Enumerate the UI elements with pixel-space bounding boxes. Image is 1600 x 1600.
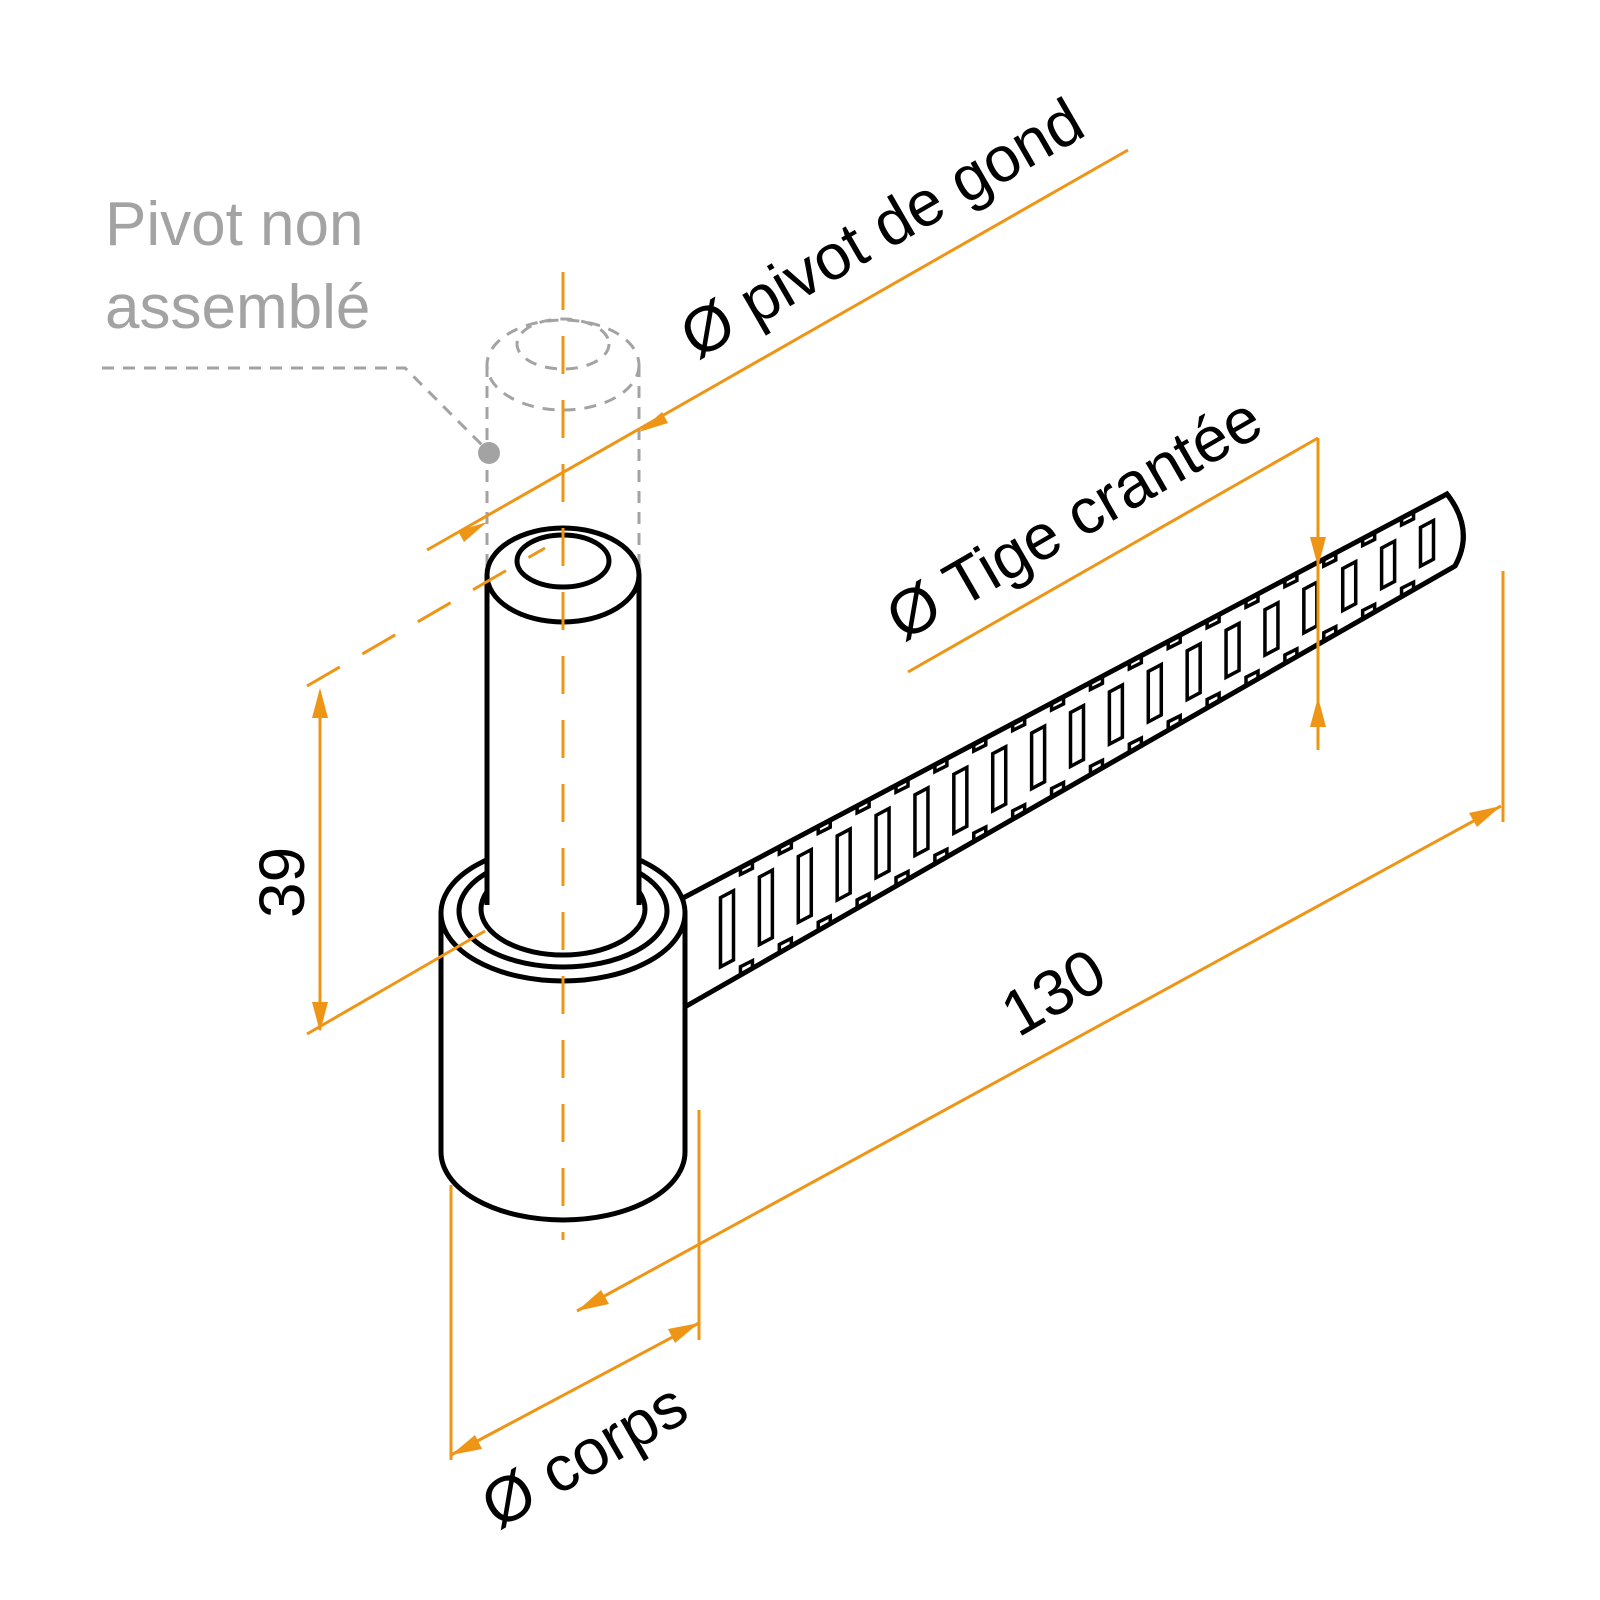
rod-tooth-top bbox=[894, 779, 910, 796]
note-line-1: Pivot non bbox=[105, 190, 364, 259]
rod-notch bbox=[1068, 702, 1086, 770]
rod-notch bbox=[1418, 517, 1436, 569]
rod-tooth-bottom bbox=[1283, 646, 1299, 663]
rod-notch bbox=[1185, 641, 1202, 703]
rod-tooth-bottom bbox=[1088, 757, 1105, 775]
rod-tooth-bottom bbox=[933, 846, 949, 864]
rod-tooth-top bbox=[1205, 614, 1221, 631]
rod-diameter-label: Ø Tige crantée bbox=[874, 382, 1274, 654]
note-line-2: assemblé bbox=[105, 273, 370, 342]
note-leader bbox=[102, 366, 500, 464]
rod-notch bbox=[757, 867, 775, 948]
rod-tooth-bottom bbox=[894, 868, 910, 886]
rod-tooth-top bbox=[777, 840, 794, 857]
rod-tooth-bottom bbox=[1205, 690, 1221, 708]
height-dimension: 39 bbox=[246, 688, 486, 1036]
rod-tooth-bottom bbox=[1244, 668, 1260, 686]
rod-notch bbox=[952, 764, 969, 837]
rod-tooth-bottom bbox=[1127, 735, 1144, 753]
body-diameter-label: Ø corps bbox=[469, 1368, 699, 1542]
rod-tooth-bottom bbox=[1049, 779, 1066, 797]
rod-tooth-bottom bbox=[972, 824, 988, 842]
rod-notch bbox=[1340, 558, 1358, 614]
length-label: 130 bbox=[989, 934, 1117, 1050]
rod-tooth-top bbox=[1322, 552, 1338, 569]
rod-tooth-top bbox=[1283, 573, 1299, 590]
rod-tooth-bottom bbox=[738, 957, 755, 975]
pivot-diameter-label: Ø pivot de gond bbox=[668, 84, 1095, 372]
rod-tooth-top bbox=[1399, 511, 1416, 528]
rod-tooth-bottom bbox=[816, 913, 832, 931]
rod-tooth-bottom bbox=[1322, 623, 1338, 641]
rod-tooth-top bbox=[1166, 635, 1182, 652]
notched-rod bbox=[680, 490, 1466, 1013]
rod-tooth-bottom bbox=[1166, 712, 1182, 730]
rod-tooth-bottom bbox=[1399, 579, 1416, 597]
rod-tooth-top bbox=[1049, 696, 1066, 713]
rod-tooth-top bbox=[1244, 594, 1260, 610]
rod-tooth-top bbox=[933, 758, 949, 775]
rod-notch bbox=[835, 826, 852, 903]
rod-notch bbox=[1224, 620, 1241, 681]
rod-tooth-top bbox=[1360, 532, 1377, 549]
rod-notch bbox=[1029, 723, 1047, 792]
height-label: 39 bbox=[246, 847, 318, 918]
rod-tooth-top bbox=[1127, 655, 1144, 672]
rod-notch bbox=[874, 805, 891, 881]
rod-tooth-bottom bbox=[855, 891, 871, 908]
rod-notch bbox=[913, 785, 930, 859]
rod-tooth-top bbox=[855, 799, 871, 816]
rod-notch bbox=[1302, 579, 1319, 636]
rod-notch bbox=[990, 743, 1008, 814]
rod-tooth-bottom bbox=[1010, 801, 1027, 819]
rod-notch bbox=[1146, 661, 1164, 725]
rod-tooth-top bbox=[1010, 717, 1027, 734]
rod-notch bbox=[1263, 599, 1280, 659]
rod-tooth-top bbox=[738, 861, 755, 878]
rod-notch bbox=[718, 887, 736, 970]
rod-tooth-top bbox=[1088, 676, 1105, 693]
rod-notch bbox=[796, 846, 814, 926]
rod-tooth-bottom bbox=[1360, 601, 1377, 619]
rod-tooth-top bbox=[816, 820, 832, 837]
rod-notch bbox=[1379, 538, 1397, 592]
rod-tooth-bottom bbox=[777, 935, 794, 953]
rod-notch bbox=[1107, 682, 1125, 748]
rod-tooth-top bbox=[972, 738, 988, 754]
